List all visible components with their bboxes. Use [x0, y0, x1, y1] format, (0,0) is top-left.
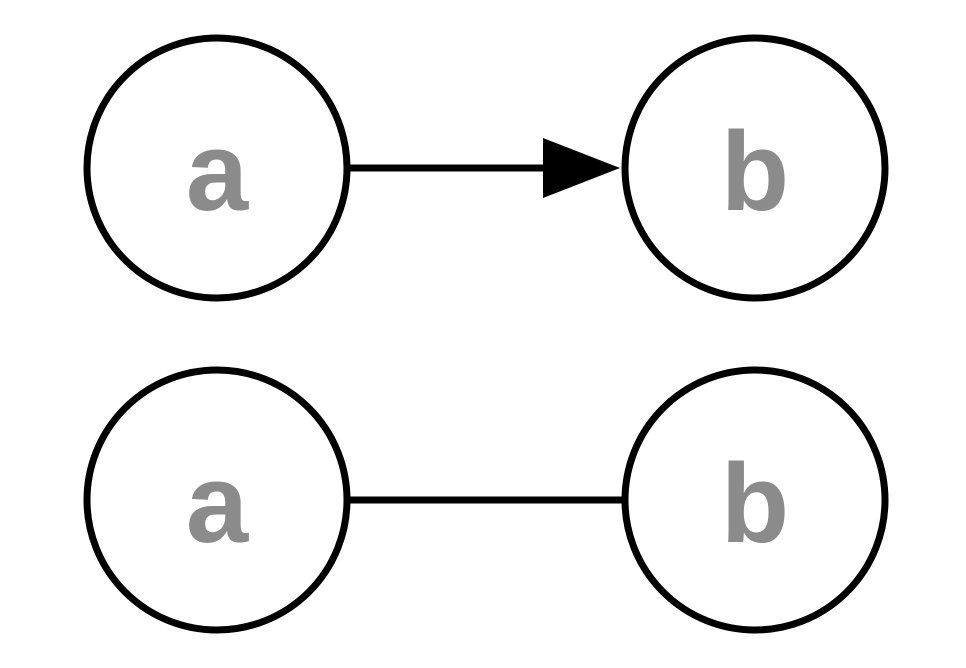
- node-b-circle: [621, 366, 889, 634]
- node-a-circle: [83, 34, 351, 302]
- node-a: a: [83, 34, 351, 302]
- node-a-label: a: [186, 109, 249, 234]
- node-a-circle: [83, 366, 351, 634]
- node-b-label: b: [721, 441, 789, 566]
- node-b: b: [621, 366, 889, 634]
- node-b: b: [621, 34, 889, 302]
- node-a-label: a: [186, 441, 249, 566]
- node-b-circle: [621, 34, 889, 302]
- node-b-label: b: [721, 109, 789, 234]
- node-a: a: [83, 366, 351, 634]
- arrowhead-icon: [543, 138, 620, 198]
- edge-a-to-b: [349, 138, 620, 198]
- directed-graph: a b: [83, 34, 889, 302]
- undirected-graph: a b: [83, 366, 889, 634]
